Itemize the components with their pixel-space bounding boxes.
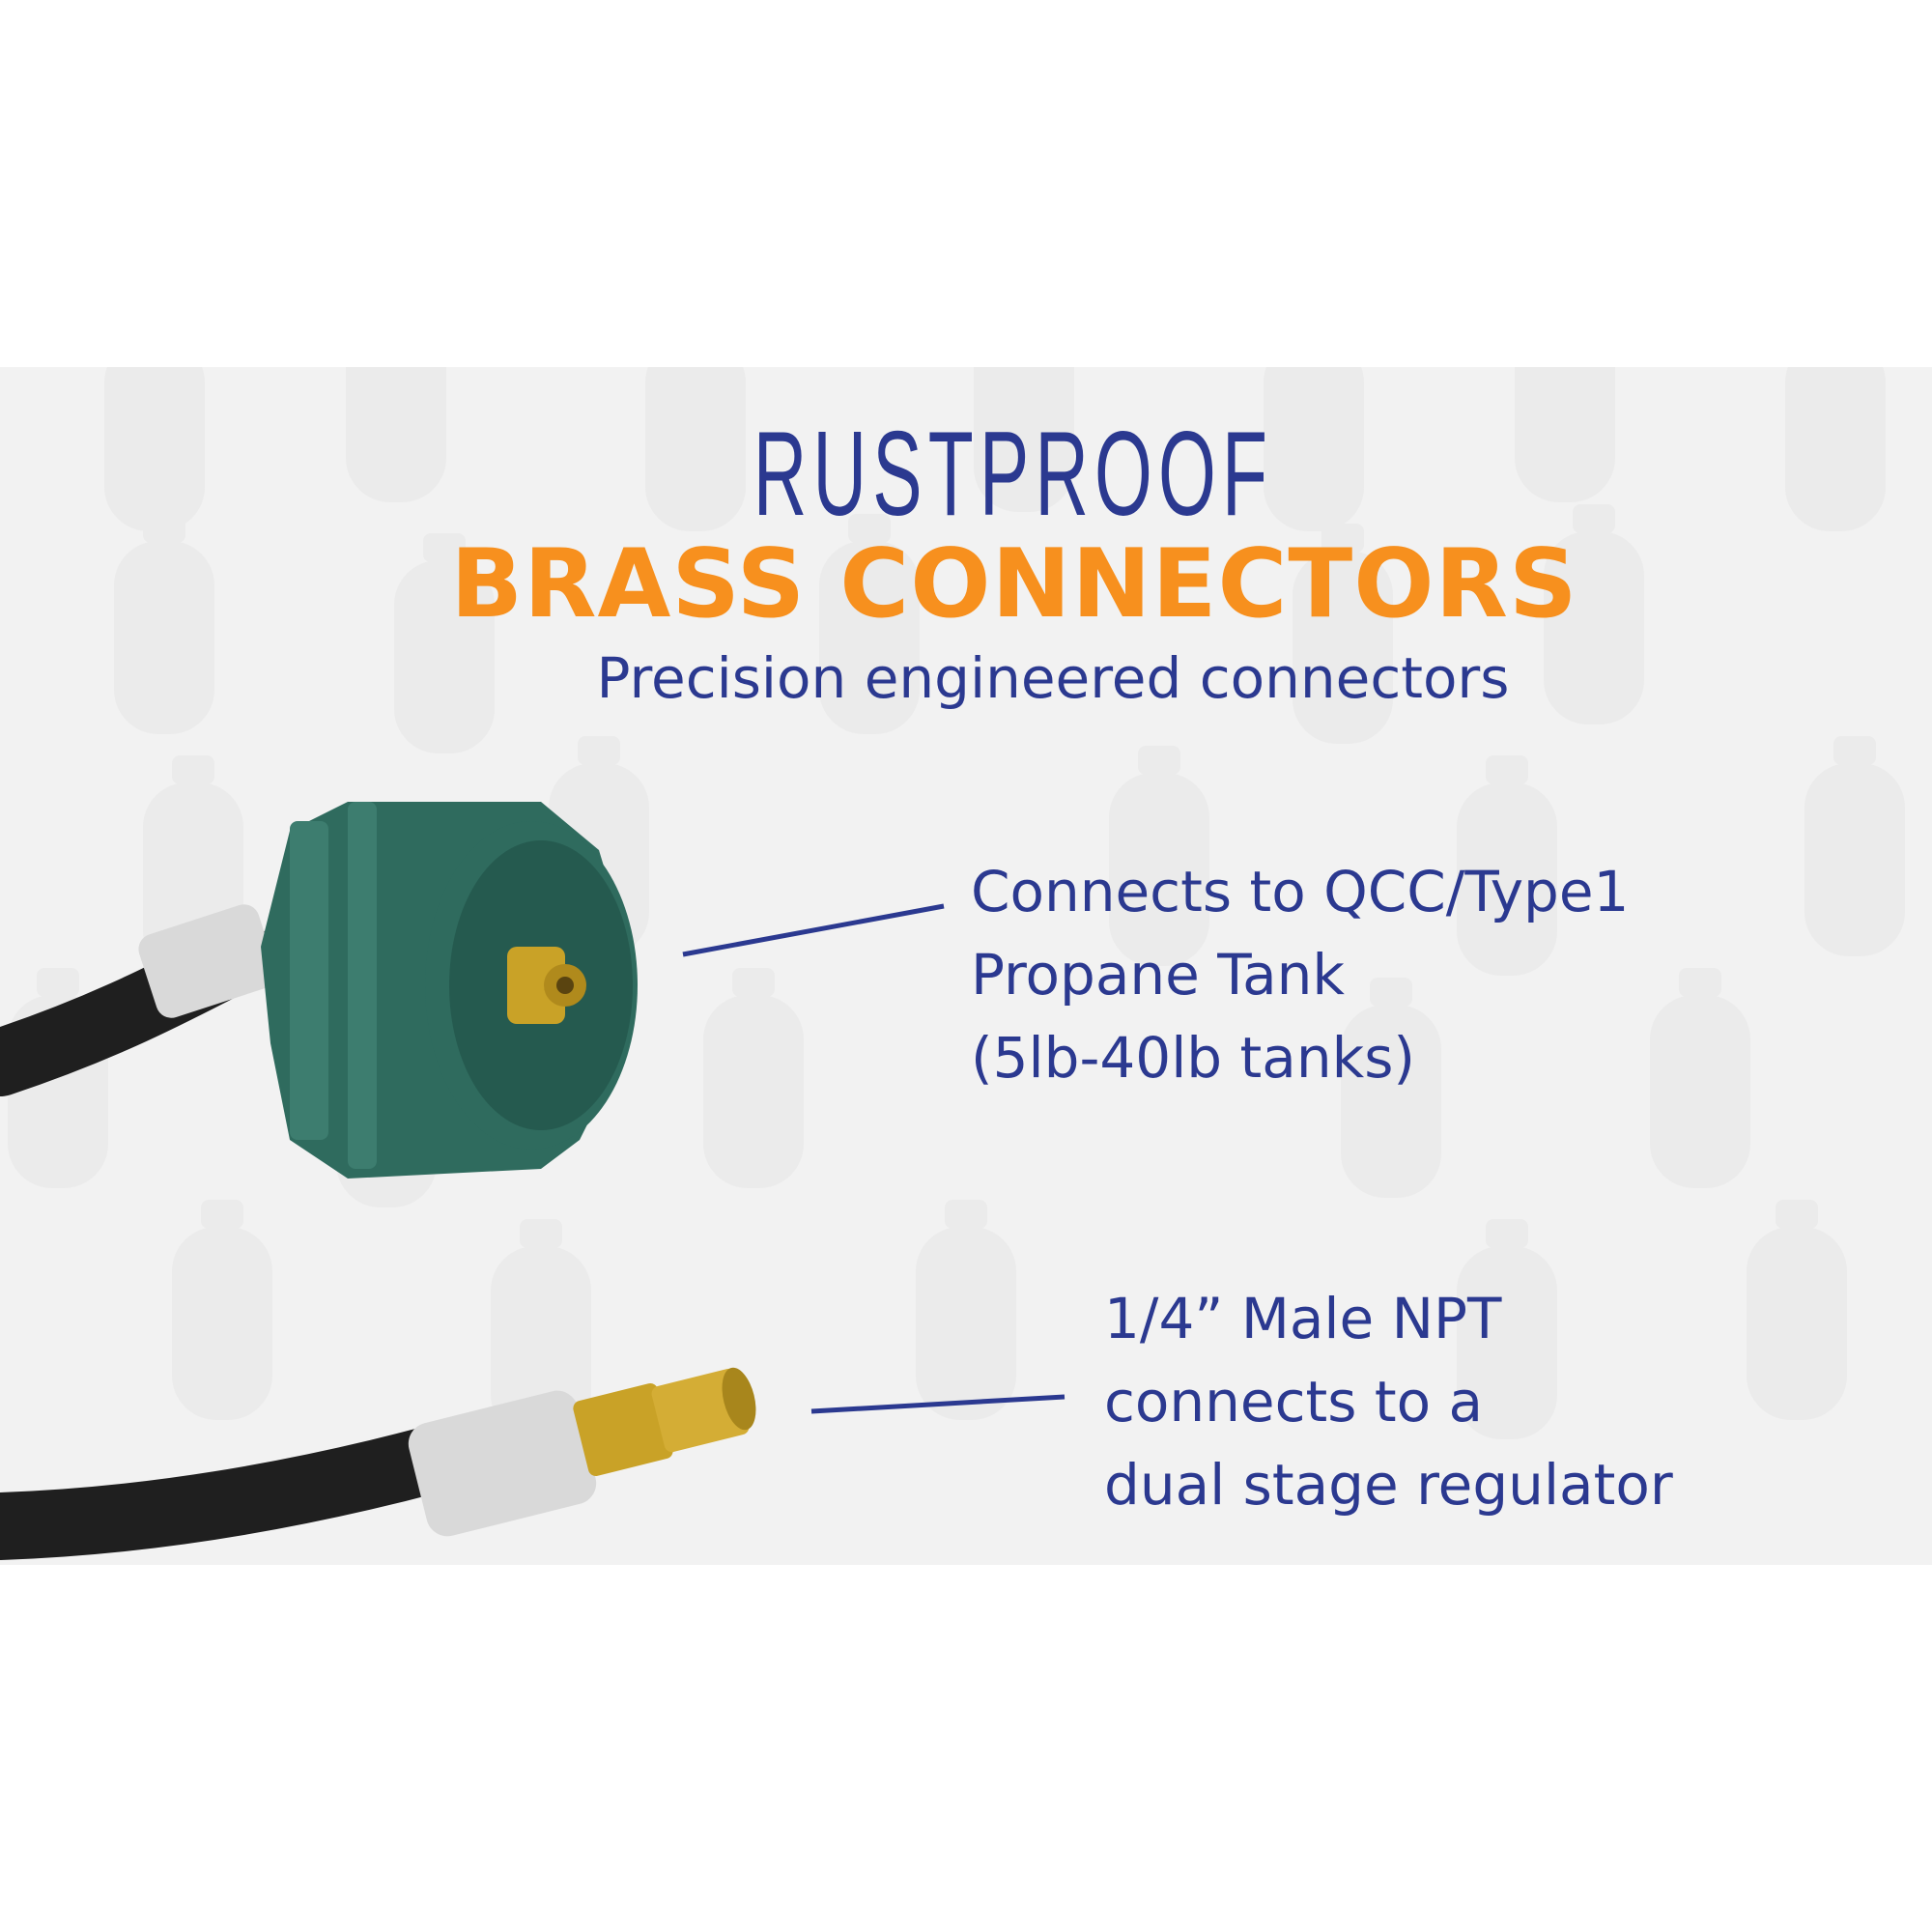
qcc-leader-line [682, 903, 945, 957]
callout-npt-line2: connects to a [1104, 1369, 1484, 1435]
headline-rustproof: RUSTPROOF [753, 408, 1274, 541]
headline-brass-connectors: BRASS CONNECTORS [450, 529, 1578, 639]
npt-fitting-icon [0, 1367, 756, 1560]
callout-npt-line1: 1/4” Male NPT [1104, 1286, 1502, 1351]
npt-leader-line [810, 1394, 1065, 1414]
subtitle: Precision engineered connectors [596, 645, 1510, 711]
callout-qcc-line1: Connects to QCC/Type1 [971, 859, 1630, 924]
callout-qcc: Connects to QCC/Type1 Propane Tank (5lb-… [971, 850, 1629, 1099]
product-banner: RUSTPROOF BRASS CONNECTORS Precision eng… [0, 367, 1932, 1565]
callout-qcc-line2: Propane Tank [971, 942, 1345, 1008]
callout-npt-line3: dual stage regulator [1104, 1452, 1673, 1518]
callout-qcc-line3: (5lb-40lb tanks) [971, 1025, 1416, 1091]
callout-npt: 1/4” Male NPT connects to a dual stage r… [1104, 1277, 1673, 1526]
qcc-connector-icon [0, 802, 638, 1179]
product-photo [0, 802, 1065, 1560]
